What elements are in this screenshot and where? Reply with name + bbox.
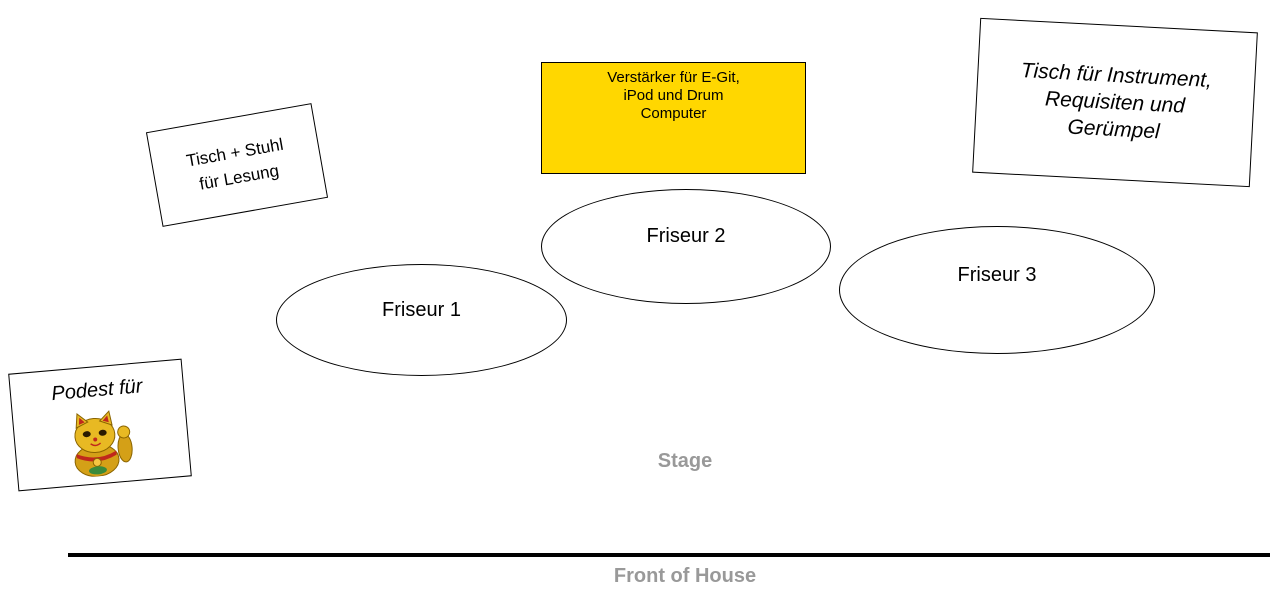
- instrument-table-box: Tisch für Instrument, Requisiten und Ger…: [972, 17, 1258, 188]
- front-of-house-label: Front of House: [613, 565, 757, 587]
- friseur-2-label: Friseur 2: [646, 225, 726, 247]
- podest-label: Podest für: [50, 375, 144, 406]
- lucky-cat-icon: [74, 410, 133, 477]
- podest-box: Podest für: [8, 358, 192, 492]
- amplifier-line3: Computer: [640, 105, 707, 122]
- stage-label: Stage: [657, 450, 713, 472]
- friseur-3-station: Friseur 3: [839, 226, 1155, 354]
- friseur-2-station: Friseur 2: [541, 189, 831, 304]
- amplifier-line1: Verstärker für E-Git,: [607, 69, 740, 86]
- table-chair-box: Tisch + Stuhl für Lesung: [145, 103, 329, 227]
- amplifier-line2: iPod und Drum: [623, 87, 724, 104]
- stage-edge-divider: [68, 553, 1270, 557]
- friseur-1-label: Friseur 1: [382, 298, 461, 321]
- friseur-1-station: Friseur 1: [276, 264, 567, 376]
- amplifier-box: Verstärker für E-Git, iPod und Drum Comp…: [541, 62, 806, 174]
- friseur-3-label: Friseur 3: [957, 263, 1037, 286]
